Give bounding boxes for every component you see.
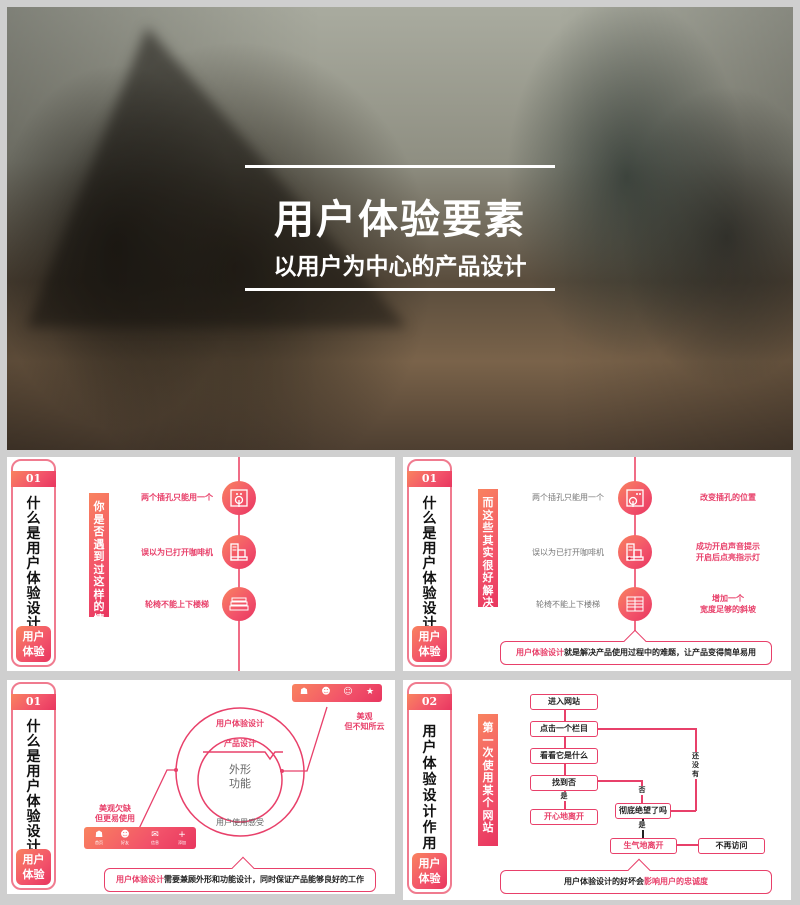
ribbon-solution: 而这些其实很好解决 xyxy=(478,489,498,609)
section-sidebar: 02 用户体验设计作用 用户体验 xyxy=(407,682,452,894)
section-sidebar: 01 什么是用户体验设计 用户体验 xyxy=(407,459,452,667)
label-yes: 是 xyxy=(558,792,570,801)
flow-arrow xyxy=(564,791,566,813)
problem-label-2: 误以为已打开咖啡机 xyxy=(141,548,213,557)
slide-what-is-ux-design-balance[interactable]: 01 什么是用户体验设计 用户体验 用户体验设计 产品设计 外形功能 用户使用感… xyxy=(7,680,395,894)
summary-callout: 用户体验设计需要兼顾外形和功能设计，同时保证产品能够良好的工作 xyxy=(104,856,376,892)
flow-arrow xyxy=(564,763,566,777)
label-not-yet: 还没有 xyxy=(690,752,701,779)
flow-step-angry-leave: 生气地离开 xyxy=(610,838,677,854)
problem-label-2: 误以为已打开咖啡机 xyxy=(532,548,604,557)
solution-label-1: 改变插孔的位置 xyxy=(700,493,756,502)
home-icon: ☗首页 xyxy=(94,830,104,845)
background-photo-overlay xyxy=(7,7,793,450)
mail-icon: ✉信息 xyxy=(151,830,159,845)
flow-arrow xyxy=(676,844,698,846)
coffee-machine-icon xyxy=(222,535,256,569)
right-note: 美观但不知所云 xyxy=(344,712,385,731)
socket-icon xyxy=(618,481,652,515)
summary-callout: 用户体验设计就是解决产品使用过程中的难题，让产品变得简单易用 xyxy=(500,629,772,665)
slide-what-is-ux-problems[interactable]: 01 什么是用户体验设计 用户体验 你是否遇到过这样的情况？ 两个插孔只能用一个… xyxy=(7,457,395,671)
home-icon: ☗ xyxy=(299,687,309,697)
cover-subtitle: 以用户为中心的产品设计 xyxy=(273,254,527,280)
coffee-machine-icon xyxy=(618,535,652,569)
ux-badge: 用户体验 xyxy=(412,626,447,662)
problem-label-1: 两个插孔只能用一个 xyxy=(532,493,604,502)
flow-step-found: 找到否 xyxy=(530,775,598,791)
problem-label-3: 轮椅不能上下楼梯 xyxy=(536,600,600,609)
slide-ux-impact-flowchart[interactable]: 02 用户体验设计作用 用户体验 第一次使用某个网站 进入网站 点击一个栏目 看… xyxy=(403,680,791,900)
flow-line xyxy=(597,780,642,782)
ribbon-question: 你是否遇到过这样的情况？ xyxy=(89,493,116,638)
summary-callout: 用户体验设计的好坏会影响用户的忠诚度 xyxy=(500,858,772,894)
ramp-icon xyxy=(618,587,652,621)
solution-label-3: 增加一个宽度足够的斜坡 xyxy=(700,594,756,614)
section-sidebar: 01 什么是用户体验设计 用户体验 xyxy=(11,682,56,890)
inner-ring-label: 产品设计 xyxy=(224,739,256,748)
section-title: 用户体验设计作用 xyxy=(422,724,437,852)
flow-step-look: 看看它是什么 xyxy=(530,748,598,764)
flow-step-happy-leave: 开心地离开 xyxy=(530,809,598,825)
problem-label-3: 轮椅不能上下楼梯 xyxy=(145,600,209,609)
smiley-icon: ☺ xyxy=(343,687,353,697)
label-yes: 是 xyxy=(636,821,648,830)
venn-diagram xyxy=(135,706,328,837)
ribbon-first-visit: 第一次使用某个网站 xyxy=(478,714,498,846)
outer-ring-bottom-label: 用户使用感受 xyxy=(216,818,264,827)
section-sidebar: 01 什么是用户体验设计 用户体验 xyxy=(11,459,56,667)
section-number: 01 xyxy=(407,471,452,487)
section-title: 什么是用户体验设计 xyxy=(26,496,41,632)
section-title: 什么是用户体验设计 xyxy=(422,496,437,632)
flow-arrow xyxy=(598,728,696,730)
flow-step-enter: 进入网站 xyxy=(530,694,598,710)
title-divider-bottom xyxy=(245,288,555,291)
center-label: 外形功能 xyxy=(229,763,251,790)
flow-step-despair: 彻底绝望了吗 xyxy=(615,803,671,819)
user-icon: ☻ xyxy=(321,687,331,697)
slide-what-is-ux-solutions[interactable]: 01 什么是用户体验设计 用户体验 而这些其实很好解决 两个插孔只能用一个 误以… xyxy=(403,457,791,671)
flow-step-no-return: 不再访问 xyxy=(698,838,765,854)
flow-arrow xyxy=(564,736,566,750)
socket-icon xyxy=(222,481,256,515)
title-divider-top xyxy=(245,165,555,168)
flow-arrow xyxy=(564,708,566,722)
section-number: 02 xyxy=(407,694,452,710)
left-tabbar-example: ☗首页 ☻好友 ✉信息 +添加 xyxy=(84,827,196,849)
user-icon: ☻好友 xyxy=(120,830,130,845)
stairs-icon xyxy=(222,587,256,621)
section-number: 01 xyxy=(11,694,56,710)
solution-label-2: 成功开启声音提示开启后点亮指示灯 xyxy=(696,542,760,562)
outer-ring-label: 用户体验设计 xyxy=(216,719,264,728)
star-icon: ★ xyxy=(365,687,375,697)
blurred-building-shape xyxy=(27,27,407,327)
ux-badge: 用户体验 xyxy=(412,853,447,889)
section-number: 01 xyxy=(11,471,56,487)
flow-line xyxy=(671,810,696,812)
ux-badge: 用户体验 xyxy=(16,626,51,662)
plus-icon: +添加 xyxy=(178,830,186,845)
left-note: 美观欠缺但更易使用 xyxy=(95,804,135,823)
flow-step-click: 点击一个栏目 xyxy=(530,721,598,737)
cover-title: 用户体验要素 xyxy=(274,196,526,243)
label-no: 否 xyxy=(636,786,648,795)
cover-slide[interactable]: 用户体验要素 以用户为中心的产品设计 xyxy=(7,7,793,450)
problem-label-1: 两个插孔只能用一个 xyxy=(141,493,213,502)
right-tabbar-example: ☗ ☻ ☺ ★ xyxy=(292,684,382,702)
ux-badge: 用户体验 xyxy=(16,849,51,885)
